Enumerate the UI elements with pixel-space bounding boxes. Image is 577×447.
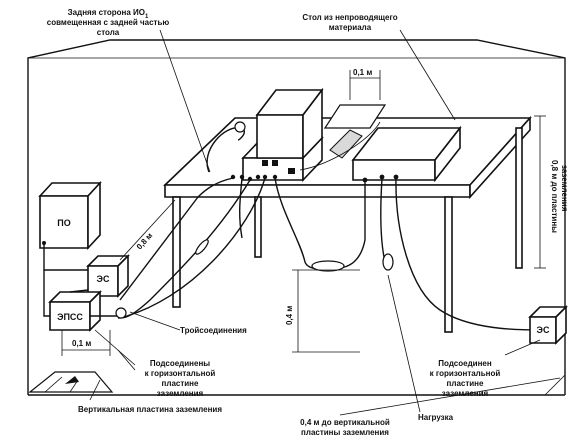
dim-04: 0,4 м <box>285 306 294 325</box>
load-label: Нагрузка <box>418 413 454 422</box>
epss-label: ЭПСС <box>57 312 83 322</box>
to-vertical-1: 0,4 м до вертикальной <box>300 418 390 427</box>
back-side-label-3: стола <box>97 28 120 37</box>
dim-01-top: 0,1 м <box>353 68 372 77</box>
connected-right-2: к горизонтальной <box>430 369 501 378</box>
connected-right-1: Подсоединен <box>438 359 492 368</box>
vertical-grounding-plate <box>28 371 114 393</box>
es-left-label: ЭС <box>97 274 110 284</box>
eut-left <box>241 87 324 183</box>
leader-lines <box>89 29 561 416</box>
dimension-lines: 0,1 м 0,8 м до пластины заземления 0,8 м… <box>61 68 569 356</box>
connected-left-2: к горизонтальной <box>145 369 216 378</box>
table-label-1: Стол из непроводящего <box>302 13 397 22</box>
back-side-label-2: совмещенная с задней частью <box>47 18 170 27</box>
connector-unit <box>323 104 387 159</box>
eut-right <box>351 125 462 183</box>
es-right-box: ЭС <box>528 305 568 345</box>
epss-box: ЭПСС <box>48 290 102 332</box>
dim-08-right-1: 0,8 м до пластины <box>550 160 559 233</box>
po-label: ПО <box>57 218 70 228</box>
dim-08-diag: 0,8 м <box>135 231 155 251</box>
vertical-plate-label: Вертикальная пластина заземления <box>78 405 222 414</box>
connected-right-4: заземления <box>442 389 489 398</box>
tripleconnector-label: Тройсоединения <box>180 326 247 335</box>
back-side-label-1: Задняя сторона ИО1 <box>68 8 149 20</box>
es-left-box: ЭС <box>86 254 130 298</box>
po-box: ПО <box>38 180 102 251</box>
connected-left-4: заземления <box>157 389 204 398</box>
connected-left-3: пластине <box>162 379 199 388</box>
connected-left-1: Подсоединены <box>150 359 210 368</box>
box-wiring <box>43 243 127 319</box>
ground-plane <box>27 39 566 396</box>
to-vertical-2: пластины заземления <box>301 428 389 437</box>
dim-08-right-2: заземления <box>560 165 569 212</box>
cables <box>117 121 541 331</box>
dim-01-left: 0,1 м <box>72 339 91 348</box>
es-right-label: ЭС <box>537 325 550 335</box>
table-label-2: материала <box>329 23 372 32</box>
table-connectors <box>230 174 399 183</box>
connected-right-3: пластине <box>447 379 484 388</box>
